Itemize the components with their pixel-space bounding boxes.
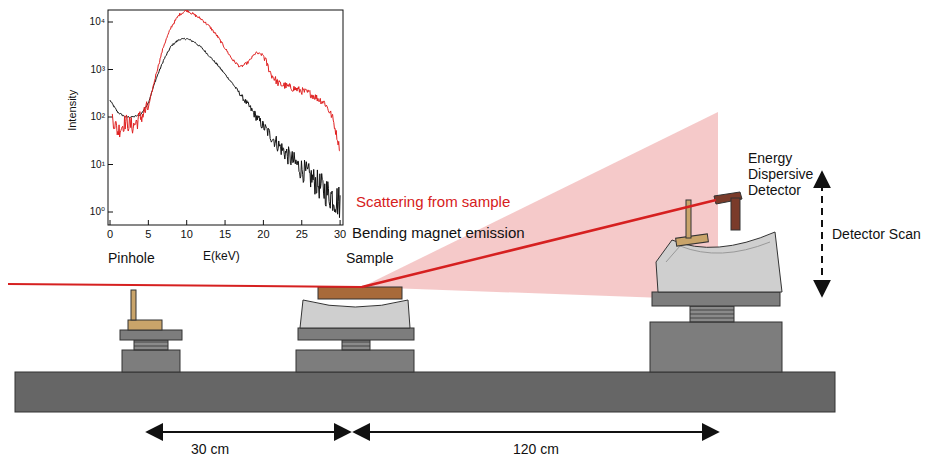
detector-stand (650, 192, 782, 372)
scan-arrow (821, 172, 823, 296)
part-label: Sample (346, 250, 393, 266)
tick-label: 30 (334, 228, 346, 241)
pinhole-stand (120, 290, 182, 372)
sample-stand (296, 287, 414, 372)
part-label: Energy Dispersive Detector (748, 150, 824, 198)
dimension-arrow (354, 431, 718, 433)
dimension-label: 30 cm (191, 441, 229, 457)
tick-label: 10⁴ (90, 16, 105, 28)
incident-beam (8, 284, 362, 287)
tick-label: 5 (145, 228, 151, 241)
axis-title: Intensity (66, 90, 79, 131)
tick-label: 10¹ (91, 159, 105, 171)
tick-label: 10 (181, 228, 193, 241)
dimension-label: 120 cm (513, 441, 559, 457)
dimension-arrow (147, 431, 350, 433)
tick-label: 10² (91, 111, 105, 123)
tick-label: 0 (107, 228, 113, 241)
scattered-beam (362, 200, 716, 287)
tick-label: 20 (257, 228, 269, 241)
scattering-curve (112, 10, 340, 151)
spectrum-inset (108, 9, 343, 225)
scan-label: Detector Scan (832, 226, 921, 242)
tick-label: 10³ (91, 64, 105, 76)
part-label: Pinhole (108, 250, 155, 266)
optical-bench (15, 372, 835, 412)
legend-label: Bending magnet emission (352, 224, 525, 241)
sample-plate (318, 287, 402, 299)
legend-label: Scattering from sample (356, 193, 510, 210)
axis-title: E(keV) (203, 250, 240, 264)
tick-label: 15 (219, 228, 231, 241)
bending-magnet-curve (110, 38, 340, 217)
tick-label: 10⁰ (90, 206, 105, 218)
tick-label: 25 (296, 228, 308, 241)
